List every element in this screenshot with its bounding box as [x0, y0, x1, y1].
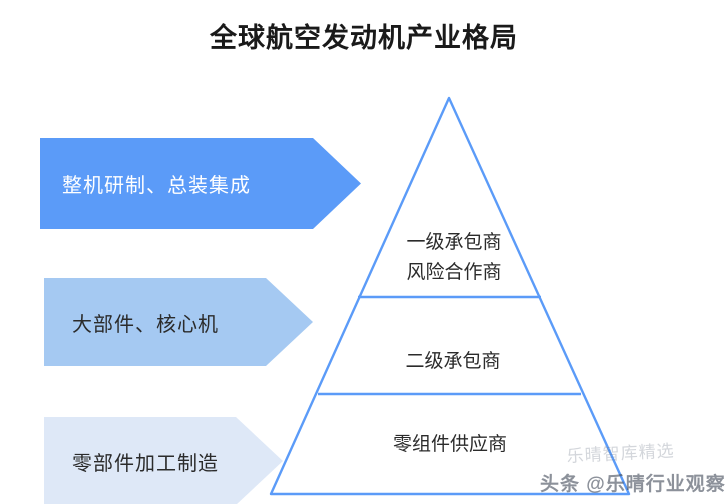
- chevron-arrow-assembly-label: 整机研制、总装集成: [62, 175, 251, 197]
- pyramid-tier-top-line1: 一级承包商: [406, 232, 502, 253]
- pyramid-tier-middle-line1: 二级承包商: [405, 351, 501, 372]
- pyramid-tier-top-label: 一级承包商 风险合作商: [364, 228, 544, 288]
- watermark-primary: 头条 @乐晴行业观察: [540, 474, 726, 495]
- chevron-arrow-parts-manufacturing-label: 零部件加工制造: [72, 452, 219, 475]
- chevron-shape-icon: [44, 417, 283, 504]
- chevron-arrow-assembly[interactable]: 整机研制、总装集成: [40, 138, 361, 229]
- pyramid-tier-top-line2: 风险合作商: [406, 262, 502, 283]
- pyramid-tier-middle-label: 二级承包商: [358, 347, 548, 377]
- page-title: 全球航空发动机产业格局: [210, 23, 518, 53]
- pyramid-tier-bottom-line1: 零组件供应商: [392, 434, 507, 455]
- chevron-arrow-major-components[interactable]: 大部件、核心机: [44, 278, 313, 366]
- chevron-shape-icon: [44, 278, 313, 366]
- chevron-shape-icon: [40, 138, 361, 229]
- chevron-arrow-parts-manufacturing[interactable]: 零部件加工制造: [44, 417, 283, 504]
- pyramid-tier-bottom-label: 零组件供应商: [340, 430, 560, 460]
- chevron-arrow-major-components-label: 大部件、核心机: [72, 313, 219, 336]
